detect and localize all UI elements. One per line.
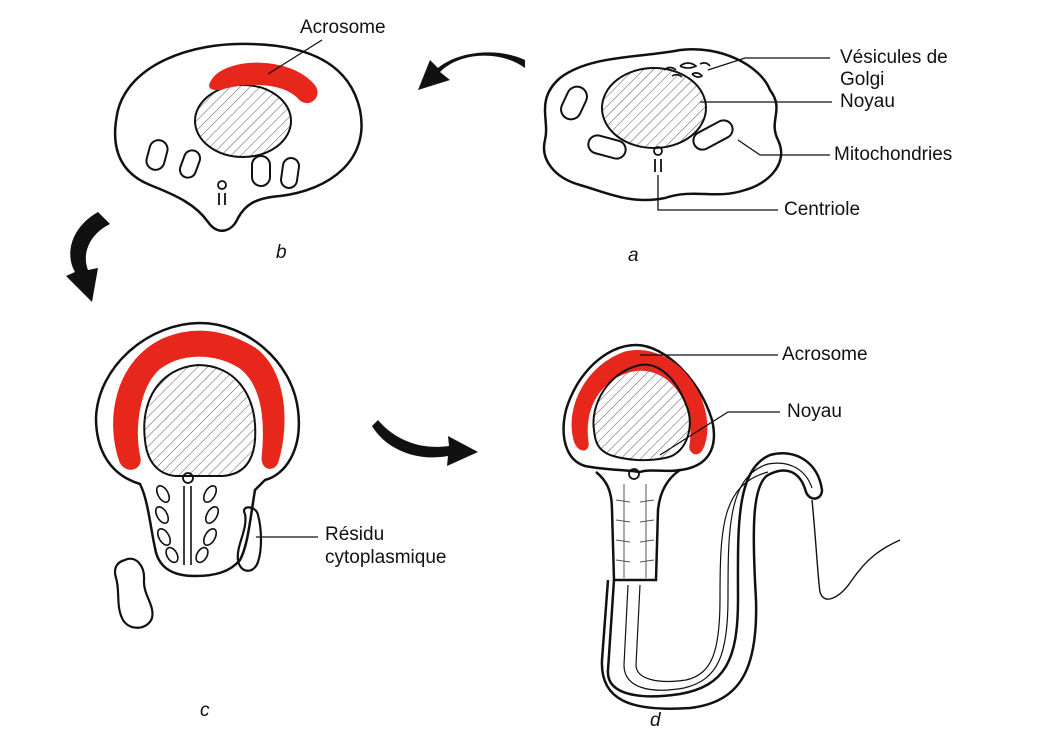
- cell-b-mitochondrion-2: [178, 148, 203, 180]
- label-mitochondries: Mitochondries: [834, 145, 952, 166]
- stage-letter-c: c: [200, 700, 210, 722]
- cell-a: [544, 49, 781, 200]
- cell-b-mitochondrion-1: [144, 138, 169, 172]
- label-acrosome-b: Acrosome: [300, 18, 386, 39]
- cell-c-nucleus: [144, 365, 255, 476]
- label-residu-2: cytoplasmique: [325, 548, 446, 569]
- cell-d: [564, 345, 900, 709]
- cell-b-centriole: [218, 181, 226, 189]
- stage-letter-d: d: [650, 710, 661, 732]
- cell-d-flagellum-inner: [624, 463, 812, 690]
- label-centriole: Centriole: [784, 200, 860, 221]
- cell-c-mitochondria: [153, 484, 221, 565]
- cell-d-end-piece: [812, 500, 900, 599]
- cell-b-mitochondrion-4: [280, 157, 300, 189]
- cell-c: [96, 323, 299, 628]
- stage-letter-a: a: [628, 245, 639, 267]
- label-residu-1: Résidu: [325, 525, 384, 546]
- cell-b-nucleus: [195, 85, 291, 157]
- cell-d-midpiece-detail: [616, 484, 654, 578]
- label-vesicules-golgi-2: Golgi: [840, 70, 884, 91]
- cell-c-residual-body-2: [115, 559, 152, 628]
- cell-a-mitochondrion-1: [558, 83, 590, 122]
- cell-d-midpiece: [596, 470, 680, 580]
- cell-b: [115, 44, 361, 231]
- cell-c-residual-body-1: [238, 507, 261, 570]
- arrow-b-to-c: [66, 212, 110, 302]
- label-vesicules-golgi-1: Vésicules de: [840, 48, 948, 69]
- cell-b-mitochondrion-3: [252, 156, 270, 186]
- arrow-c-to-d: [372, 420, 478, 466]
- cell-a-nucleus: [602, 68, 706, 148]
- label-noyau-a: Noyau: [840, 92, 895, 113]
- arrow-a-to-b: [418, 52, 525, 90]
- label-acrosome-d: Acrosome: [782, 345, 868, 366]
- stage-letter-b: b: [276, 242, 287, 264]
- label-noyau-d: Noyau: [787, 402, 842, 423]
